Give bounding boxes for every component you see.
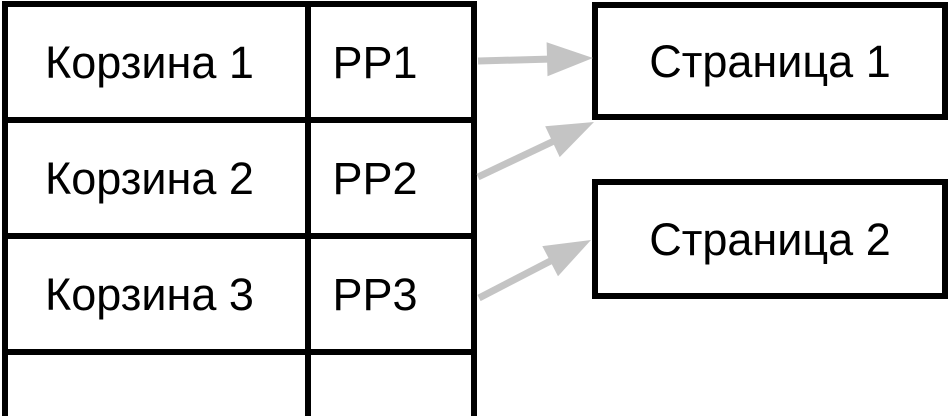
pp-cell: PP1 — [332, 36, 418, 88]
page-box-1: Страница 1 — [592, 2, 948, 120]
arrow-head-pp3-to-page2 — [542, 240, 591, 277]
bucket-cell: Корзина 1 — [8, 7, 311, 117]
table-row: Корзина 1 PP1 — [8, 7, 471, 123]
pp-cell: PP3 — [332, 268, 418, 320]
table-row: Корзина 3 PP3 — [8, 239, 471, 355]
page-box-2: Страница 2 — [592, 179, 948, 299]
pp-cell: PP2 — [332, 152, 418, 204]
arrow-shaft-pp1-to-page1 — [477, 55, 554, 65]
bucket-cell — [8, 355, 311, 416]
bucket-table: Корзина 1 PP1 Корзина 2 PP2 Корзина 3 PP… — [2, 1, 477, 416]
pp-cell — [311, 355, 471, 416]
bucket-cell: Корзина 3 — [8, 239, 311, 349]
arrow-shaft-pp2-to-page1 — [476, 135, 560, 181]
table-row-empty — [8, 355, 471, 416]
page-box-2-label: Страница 2 — [649, 213, 891, 265]
bucket-cell: Корзина 2 — [8, 123, 311, 233]
arrow-head-pp2-to-page1 — [545, 122, 594, 158]
arrow-head-pp1-to-page1 — [546, 42, 593, 77]
arrow-shaft-pp3-to-page2 — [477, 255, 558, 302]
table-row: Корзина 2 PP2 — [8, 123, 471, 239]
page-box-1-label: Страница 1 — [649, 35, 891, 87]
